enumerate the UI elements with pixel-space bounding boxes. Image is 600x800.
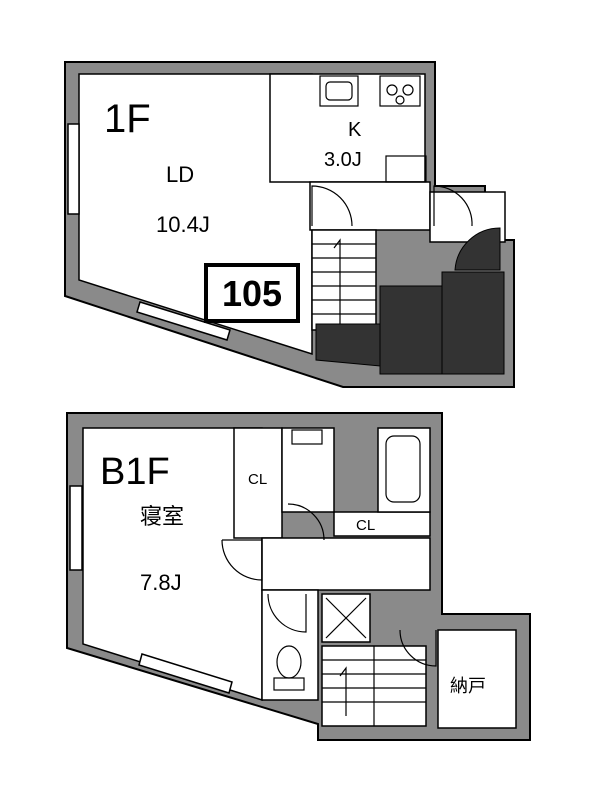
burner-3 bbox=[395, 95, 405, 105]
stair-arrow-1f bbox=[333, 238, 341, 330]
storage-label: 納戸 bbox=[450, 676, 486, 696]
closet-2 bbox=[333, 511, 431, 537]
floor-b1-label: B1F bbox=[100, 451, 170, 493]
window-b1-left bbox=[69, 485, 83, 571]
closet-1-label: CL bbox=[248, 471, 267, 488]
dark-zone-1 bbox=[315, 323, 381, 367]
dark-zone-3 bbox=[441, 271, 505, 375]
stair-treads-b1 bbox=[322, 646, 426, 726]
closet-2-label: CL bbox=[356, 517, 375, 534]
sink-basin bbox=[325, 81, 353, 101]
wash-basin bbox=[291, 429, 323, 445]
dark-zone-2 bbox=[379, 285, 443, 375]
stairs-1f bbox=[311, 229, 377, 331]
hall-b1 bbox=[261, 537, 431, 591]
unit-number: 105 bbox=[222, 273, 282, 314]
stair-arrow-b1 bbox=[339, 666, 347, 716]
floor-b1: B1F 寝室 7.8J CL CL 納戸 bbox=[66, 412, 531, 741]
window-b1-bottom bbox=[138, 653, 233, 694]
sink bbox=[319, 75, 359, 107]
hall-area bbox=[309, 181, 431, 231]
window-1f-bottom bbox=[136, 301, 231, 341]
kitchen-label: K bbox=[348, 119, 362, 141]
door-arc-bedroom bbox=[221, 539, 263, 581]
stair-treads-1f bbox=[312, 243, 376, 315]
burner-1 bbox=[386, 84, 398, 96]
washroom bbox=[281, 427, 335, 513]
door-arc-wash bbox=[287, 503, 325, 541]
burner-2 bbox=[402, 84, 414, 96]
door-arc-toilet bbox=[267, 593, 307, 633]
toilet-room bbox=[261, 589, 319, 701]
fridge bbox=[385, 155, 427, 183]
kitchen-size: 3.0J bbox=[324, 149, 362, 171]
door-arc-1 bbox=[311, 185, 353, 227]
bedroom-label: 寝室 bbox=[140, 504, 184, 529]
unit-number-box bbox=[204, 263, 300, 323]
door-arc-2 bbox=[433, 185, 473, 227]
dark-zone-door bbox=[454, 227, 501, 271]
shaft-x-2 bbox=[325, 597, 367, 639]
window-1f-left bbox=[67, 123, 80, 215]
bathtub bbox=[385, 435, 421, 503]
ld-label: LD bbox=[166, 162, 194, 187]
door-arc-storage bbox=[399, 629, 437, 667]
toilet-bowl bbox=[276, 645, 302, 679]
floor-1: 1F LD 10.4J K 3.0J 105 bbox=[64, 61, 515, 388]
ld-size: 10.4J bbox=[156, 212, 210, 237]
bedroom-size: 7.8J bbox=[140, 570, 182, 595]
stove bbox=[379, 75, 421, 107]
floor-1-label: 1F bbox=[104, 97, 151, 141]
storage-room bbox=[437, 629, 517, 729]
closet-1 bbox=[233, 427, 283, 539]
